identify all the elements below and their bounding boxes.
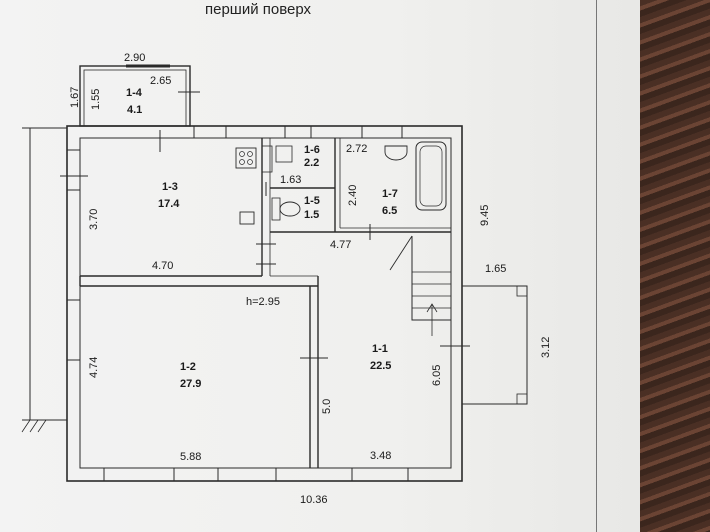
toilet-tank [271,197,281,221]
stove-burner [239,159,245,165]
room-id-1-5: 1-5 [304,195,320,207]
room-area-1-1: 22.5 [370,360,391,372]
dim-terrace-w: 1.65 [485,263,506,275]
plan-title: перший поверх [205,1,312,18]
toilet-bowl [279,201,301,217]
stair-ramp [389,235,413,271]
window [193,125,227,139]
small-sink [275,145,293,163]
stairs-outline [411,236,451,321]
dim-bath-w: 2.72 [346,143,367,155]
stove-burner [247,159,253,165]
sheet-edge-line [596,0,597,532]
stove-burner [239,151,245,157]
room-area-1-6: 2.2 [304,157,319,169]
dim-hall-w: 3.48 [370,450,391,462]
dim-porch-outer-h: 1.67 [69,87,81,108]
window [66,149,81,191]
dim-side-total: 9.45 [479,205,491,226]
dim-terrace-h: 3.12 [540,337,552,358]
stove [235,147,257,169]
room-area-1-7: 6.5 [382,205,397,217]
dim-corridor-w: 4.77 [330,239,351,251]
room-id-1-4: 1-4 [126,87,143,99]
dim-total-w: 10.36 [300,494,328,506]
dim-room2-w: 5.88 [180,451,201,463]
terrace-outline [461,285,528,405]
room-id-1-6: 1-6 [304,144,320,156]
room-area-1-5: 1.5 [304,209,319,221]
stair-arrow-head [426,303,438,313]
floor-plan: 1-4 4.1 1-3 17.4 1-6 2.2 1-5 1.5 1-7 6.5… [21,52,552,506]
terrace-post [516,393,528,405]
stove-burner [247,151,253,157]
window [361,125,403,139]
room-area-1-4: 4.1 [127,104,142,116]
hatch-2 [29,419,39,433]
dim-bath-h: 2.40 [347,185,359,206]
dim-room2-h: 4.74 [88,357,100,378]
ceiling-height: h=2.95 [246,296,280,308]
window [351,467,409,482]
dim-porch-inner-h: 1.55 [90,89,102,110]
dim-mid-h: 5.0 [321,399,333,414]
dim-porch-inner: 2.65 [150,75,171,87]
window [66,299,81,361]
window [217,467,277,482]
dim-wc-w: 1.63 [280,174,301,186]
room-id-1-2: 1-2 [180,361,196,373]
hatch-1 [21,419,31,433]
bath-sink [384,145,408,161]
room-area-1-3: 17.4 [158,198,180,210]
dim-hall-h: 6.05 [431,365,443,386]
bathtub-inner [419,145,443,207]
background-carpet [640,0,710,532]
room-id-1-3: 1-3 [162,181,178,193]
room-id-1-1: 1-1 [372,343,388,355]
room-id-1-7: 1-7 [382,188,398,200]
window [284,125,312,139]
hatch-3 [37,419,47,433]
window [103,467,175,482]
bathtub [415,141,447,211]
terrace-post [516,285,528,297]
boiler [261,145,273,173]
dim-kitchen-w: 4.70 [152,260,173,272]
paper-sheet [0,0,640,532]
dim-porch-top: 2.90 [124,52,145,64]
room-area-1-2: 27.9 [180,378,201,390]
kitchen-appliance [239,211,255,225]
dim-kitchen-h: 3.70 [88,209,100,230]
